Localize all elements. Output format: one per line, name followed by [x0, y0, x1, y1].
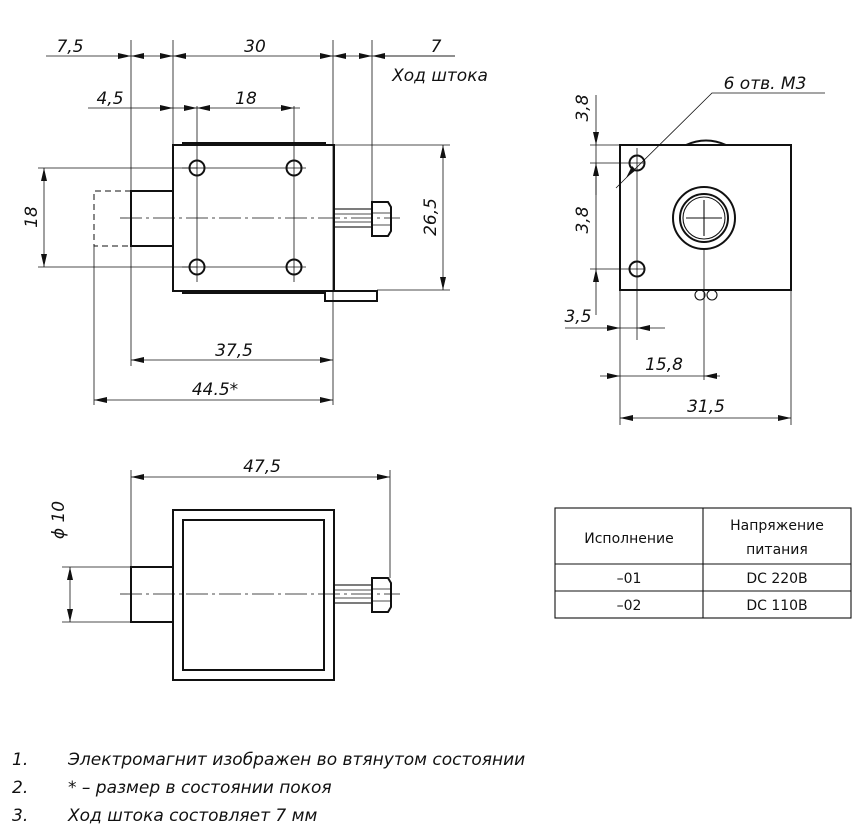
dim-31-5: 31,5 [687, 397, 725, 417]
dim-26-5: 26,5 [421, 198, 441, 236]
voltage-table: Исполнение Напряжение питания –01 DC 220… [554, 507, 852, 619]
table-header-voltage-2: питания [746, 542, 808, 558]
notes: 1. Электромагнит изображен во втянутом с… [12, 750, 525, 826]
side-view: 6 отв. М3 3,8 3,8 3,5 15,8 31,5 [564, 74, 825, 425]
front-plunger-rest-position [93, 190, 131, 247]
holes-label: 6 отв. М3 [724, 74, 807, 94]
note-text: * – размер в состоянии покоя [68, 778, 332, 798]
dim-3-8-mid: 3,8 [573, 206, 593, 233]
table-cell-voltage: DC 110В [746, 598, 807, 614]
side-body-outline [619, 144, 792, 291]
front-plunger [130, 190, 174, 247]
dim-44-5: 44.5* [192, 380, 238, 400]
dim-4-5: 4,5 [96, 89, 123, 109]
dim-phi-10: ϕ 10 [49, 501, 69, 539]
dim-15-8: 15,8 [645, 355, 683, 375]
front-rod-nut [371, 201, 392, 237]
dim-18-left: 18 [22, 206, 42, 228]
top-body-outline [172, 509, 335, 681]
side-terminals [694, 289, 718, 301]
top-rod-nut [371, 577, 392, 613]
dim-7: 7 [431, 37, 442, 57]
dim-3-8-top: 3,8 [573, 94, 593, 121]
dim-3-5: 3,5 [564, 307, 591, 327]
dim-18-top: 18 [235, 89, 257, 109]
note-number: 1. [12, 750, 28, 770]
table-cell-variant: –01 [617, 571, 642, 587]
note-text: Ход штока состовляет 7 мм [67, 806, 317, 826]
front-bracket [324, 290, 378, 302]
note-number: 3. [12, 806, 28, 826]
dim-30: 30 [244, 37, 266, 57]
dim-7-5: 7,5 [56, 37, 83, 57]
table-header-voltage-1: Напряжение [730, 518, 824, 534]
table-cell-voltage: DC 220В [746, 571, 807, 587]
table-header-variant: Исполнение [584, 531, 673, 547]
note-number: 2. [12, 778, 28, 798]
stroke-label: Ход штока [391, 66, 488, 86]
note-text: Электромагнит изображен во втянутом сост… [67, 750, 525, 770]
top-view: 47,5 ϕ 10 [49, 457, 400, 681]
front-view: 7,5 30 7 Ход штока 4,5 18 18 26,5 37,5 4… [22, 37, 488, 405]
front-mounting-holes [188, 159, 303, 276]
top-plunger [130, 566, 174, 623]
dim-47-5: 47,5 [243, 457, 281, 477]
table-cell-variant: –02 [617, 598, 642, 614]
dim-37-5: 37,5 [215, 341, 253, 361]
side-plunger-boss [672, 186, 736, 250]
